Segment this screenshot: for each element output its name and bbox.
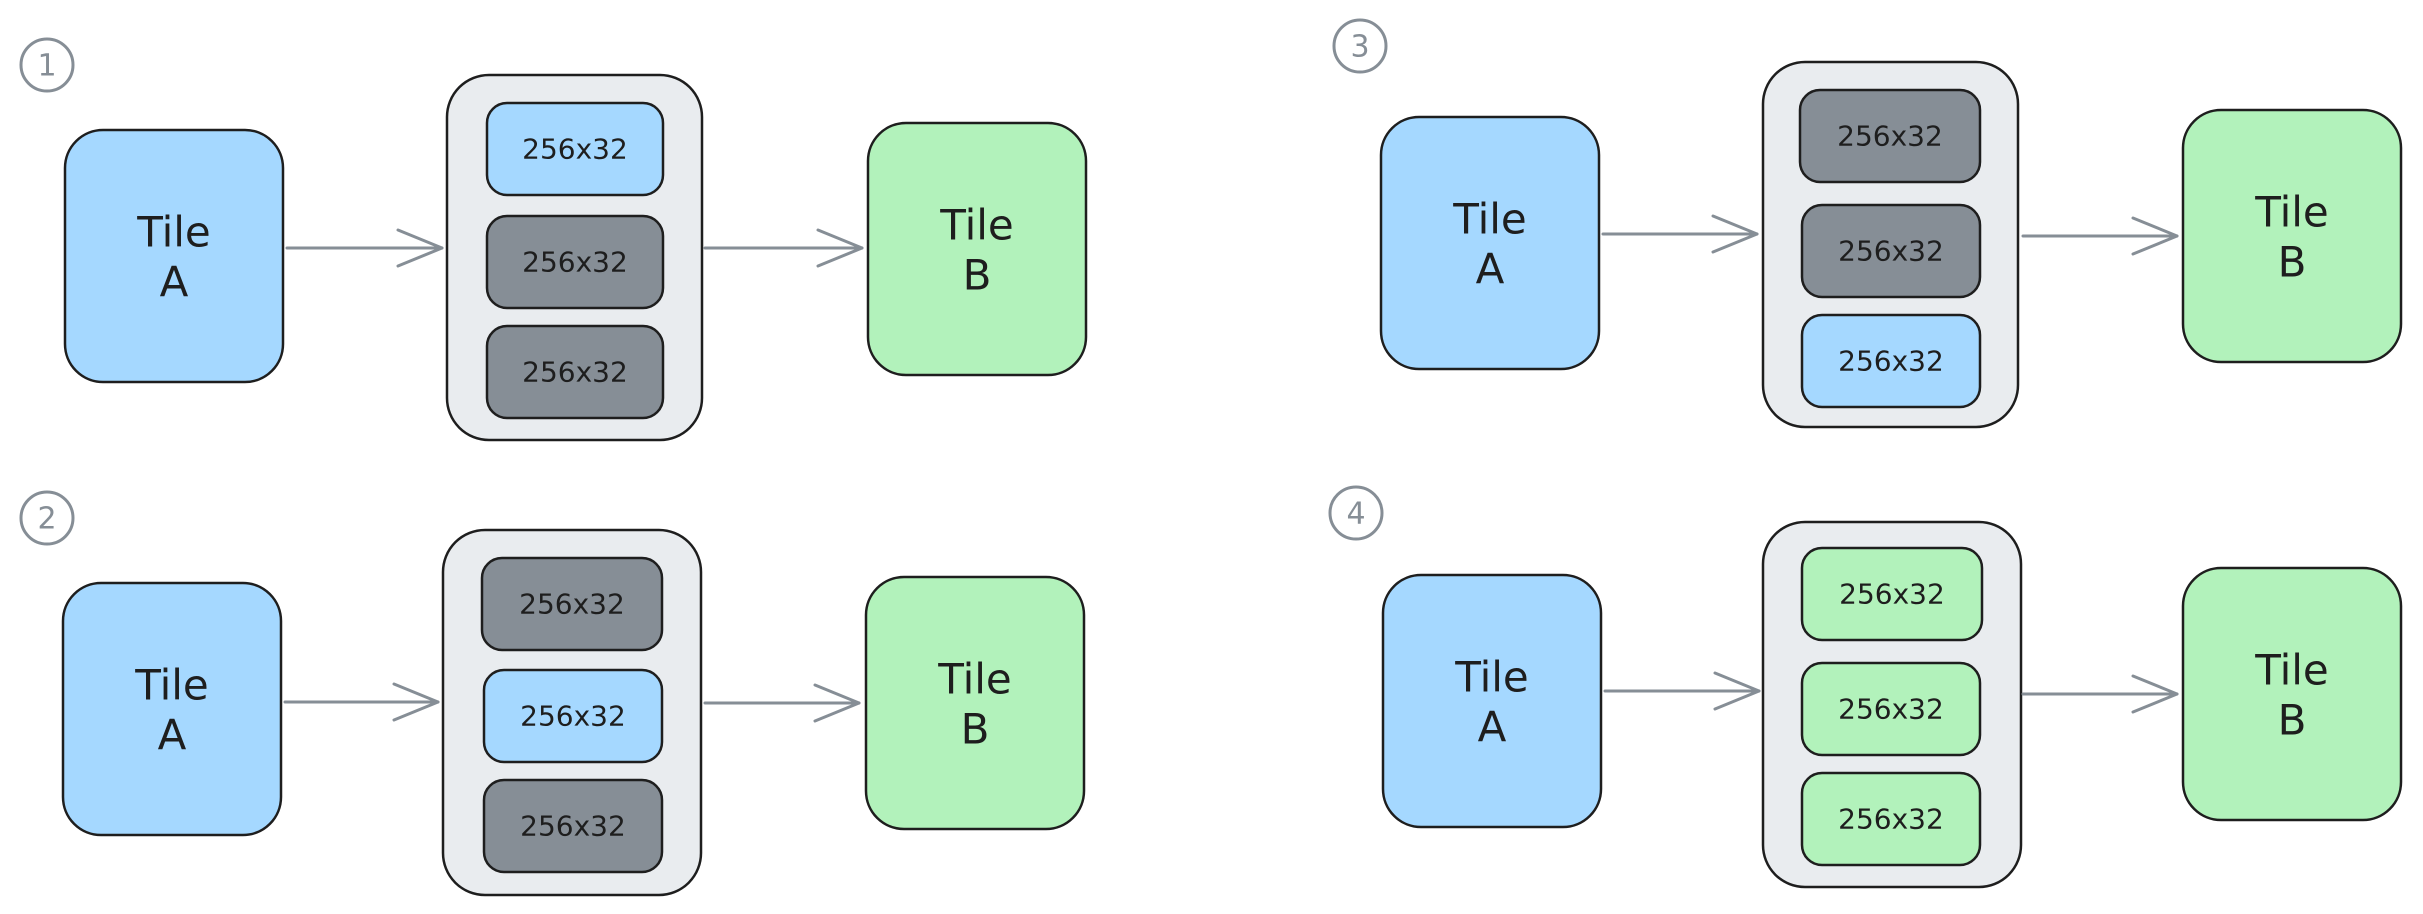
buffer-container: 256x32 256x32 256x32 <box>1761 60 2020 429</box>
buffer-slot-label: 256x32 <box>519 588 625 621</box>
buffer-slot: 256x32 <box>1800 546 1984 642</box>
step-number: 4 <box>1346 497 1365 532</box>
buffer-slot: 256x32 <box>1800 203 1982 299</box>
buffer-slot-label: 256x32 <box>522 356 628 389</box>
buffer-slot-box <box>485 101 665 197</box>
buffer-slot-label: 256x32 <box>1839 578 1945 611</box>
tile-b-label-line1: Tile <box>939 201 1014 250</box>
tile-b-label-line2: B <box>961 705 990 754</box>
buffer-slot-box <box>1800 771 1982 867</box>
step-number-badge: 2 <box>19 490 75 546</box>
buffer-slot-box <box>1800 546 1984 642</box>
step-number: 2 <box>37 502 56 537</box>
buffer-slot-label: 256x32 <box>522 246 628 279</box>
arrow-buffer-to-tile-b <box>2021 216 2179 256</box>
tile-a-label-line1: Tile <box>1452 195 1527 244</box>
buffer-slot: 256x32 <box>485 101 665 197</box>
step-number-badge: 4 <box>1328 485 1384 541</box>
buffer-container: 256x32 256x32 256x32 <box>445 73 704 442</box>
buffer-slot: 256x32 <box>482 668 664 764</box>
buffer-slot-box <box>482 668 664 764</box>
tile-b-label-line1: Tile <box>2254 646 2329 695</box>
tile-b-box <box>2181 108 2403 364</box>
step-number: 3 <box>1350 30 1369 65</box>
buffer-slot: 256x32 <box>485 214 665 310</box>
buffer-container: 256x32 256x32 256x32 <box>441 528 703 897</box>
arrow-tile-a-to-buffer <box>1601 214 1759 254</box>
tile-a-label-line2: A <box>1478 703 1507 752</box>
buffer-slot: 256x32 <box>482 778 664 874</box>
buffer-slot-box <box>482 778 664 874</box>
step-number-badge: 3 <box>1332 18 1388 74</box>
tile-a-label-line2: A <box>158 711 187 760</box>
buffer-slot-label: 256x32 <box>522 133 628 166</box>
arrow-tile-a-to-buffer <box>283 682 440 722</box>
arrow-buffer-to-tile-b <box>703 228 864 268</box>
tile-b-label-line2: B <box>2278 238 2307 287</box>
tile-b-box <box>866 121 1088 377</box>
buffer-slot: 256x32 <box>1800 661 1982 757</box>
buffer-slot-box <box>1800 203 1982 299</box>
tile-a-label-line2: A <box>160 258 189 307</box>
tile-b-label-line2: B <box>963 251 992 300</box>
buffer-slot-box <box>485 214 665 310</box>
tile-b-label-line1: Tile <box>937 655 1012 704</box>
buffer-slot-label: 256x32 <box>1838 693 1944 726</box>
step-number: 1 <box>37 49 56 84</box>
arrow-buffer-to-tile-b <box>2021 674 2179 714</box>
tile-a-label-line2: A <box>1476 245 1505 294</box>
tile-b-label-line2: B <box>2278 696 2307 745</box>
buffer-slot-box <box>480 556 664 652</box>
tile-a-label-line1: Tile <box>1454 653 1529 702</box>
tile-b-box <box>864 575 1086 831</box>
buffer-slot: 256x32 <box>485 324 665 420</box>
tile-a-label-line1: Tile <box>134 661 209 710</box>
tile-a-box <box>61 581 283 837</box>
tile-b-box <box>2181 566 2403 822</box>
buffer-slot-box <box>1800 661 1982 757</box>
buffer-slot-box <box>1798 88 1982 184</box>
buffer-slot-label: 256x32 <box>1838 235 1944 268</box>
buffer-slot: 256x32 <box>1800 313 1982 409</box>
step-number-badge: 1 <box>19 37 75 93</box>
arrow-tile-a-to-buffer <box>1603 671 1761 711</box>
tile-a-box <box>1381 573 1603 829</box>
buffer-slot-box <box>485 324 665 420</box>
tile-a-label-line1: Tile <box>136 208 211 257</box>
arrow-tile-a-to-buffer <box>285 228 444 268</box>
buffer-slot-label: 256x32 <box>520 700 626 733</box>
buffer-slot: 256x32 <box>1800 771 1982 867</box>
tile-b-label-line1: Tile <box>2254 188 2329 237</box>
tile-a-box <box>63 128 285 384</box>
buffer-slot-label: 256x32 <box>1838 803 1944 836</box>
buffer-slot: 256x32 <box>480 556 664 652</box>
arrow-buffer-to-tile-b <box>703 683 861 723</box>
buffer-slot-box <box>1800 313 1982 409</box>
buffer-slot-label: 256x32 <box>1837 120 1943 153</box>
buffer-slot-label: 256x32 <box>520 810 626 843</box>
buffer-container: 256x32 256x32 256x32 <box>1761 520 2023 889</box>
tile-a-box <box>1379 115 1601 371</box>
buffer-slot: 256x32 <box>1798 88 1982 184</box>
buffer-slot-label: 256x32 <box>1838 345 1944 378</box>
